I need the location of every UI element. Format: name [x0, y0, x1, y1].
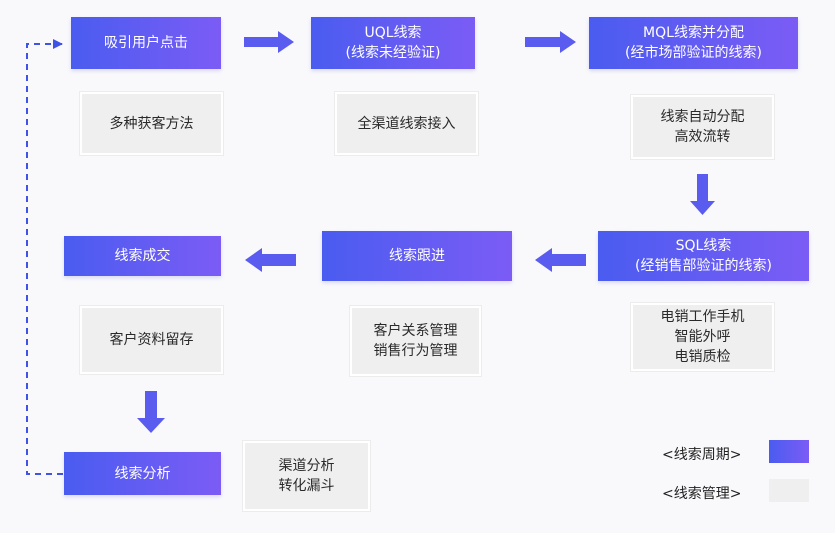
stage-label: 吸引用户点击	[104, 35, 188, 51]
mgmt-label: 高效流转	[674, 129, 731, 145]
arrow-uql-to-mql	[525, 31, 576, 53]
mgmt-label: 客户关系管理	[373, 323, 458, 339]
legend-cycle-swatch	[769, 440, 809, 463]
mgmt-crm-sales-behavior: 客户关系管理 销售行为管理	[350, 306, 481, 376]
mgmt-label: 销售行为管理	[373, 343, 458, 359]
stage-sql-lead: SQL线索 (经销售部验证的线索)	[598, 231, 809, 281]
arrow-follow-to-deal	[245, 248, 296, 272]
mgmt-telesales-tools: 电销工作手机 智能外呼 电销质检	[631, 303, 774, 371]
mgmt-auto-assignment: 线索自动分配 高效流转	[631, 95, 774, 159]
mgmt-channel-funnel: 渠道分析 转化漏斗	[243, 441, 370, 511]
stage-sublabel: (经市场部验证的线索)	[625, 45, 762, 61]
stage-attract-click: 吸引用户点击	[71, 17, 221, 69]
stage-label: 线索分析	[114, 465, 171, 482]
stage-sublabel: (经销售部验证的线索)	[635, 258, 772, 274]
mgmt-label: 电销工作手机	[660, 309, 745, 325]
arrow-assign-to-sql	[690, 174, 715, 215]
stage-lead-follow-up: 线索跟进	[322, 231, 512, 281]
arrow-archive-to-analysis	[137, 391, 165, 433]
mgmt-label: 电销质检	[674, 349, 731, 365]
legend-cycle-label: <线索周期>	[662, 447, 742, 463]
mgmt-label: 线索自动分配	[660, 109, 745, 125]
stage-uql-lead: UQL线索 (线索未经验证)	[311, 17, 475, 69]
stage-lead-deal: 线索成交	[64, 236, 221, 276]
stage-label: MQL线索并分配	[643, 25, 744, 41]
mgmt-acquisition-methods: 多种获客方法	[80, 92, 223, 155]
mgmt-label: 智能外呼	[674, 329, 731, 345]
stage-label: 线索跟进	[389, 248, 445, 264]
mgmt-omnichannel-intake: 全渠道线索接入	[335, 92, 478, 155]
arrow-sql-to-follow	[535, 248, 586, 272]
legend-mgmt-label: <线索管理>	[662, 486, 742, 502]
stage-label: 线索成交	[114, 248, 171, 264]
stage-lead-analysis: 线索分析	[64, 452, 221, 495]
mgmt-label: 多种获客方法	[109, 115, 194, 132]
mgmt-customer-archive: 客户资料留存	[80, 306, 223, 374]
mgmt-label: 全渠道线索接入	[357, 115, 456, 132]
stage-label: UQL线索	[364, 25, 422, 41]
mgmt-label: 转化漏斗	[278, 478, 335, 494]
feedback-loop-dashed-arrow	[26, 39, 63, 475]
mgmt-label: 渠道分析	[278, 458, 335, 474]
stage-label: SQL线索	[675, 238, 732, 254]
mgmt-label: 客户资料留存	[109, 332, 194, 348]
legend-mgmt-swatch	[769, 479, 809, 502]
stage-mql-lead: MQL线索并分配 (经市场部验证的线索)	[589, 17, 798, 69]
arrow-attract-to-uql	[244, 31, 294, 53]
stage-sublabel: (线索未经验证)	[345, 45, 441, 61]
